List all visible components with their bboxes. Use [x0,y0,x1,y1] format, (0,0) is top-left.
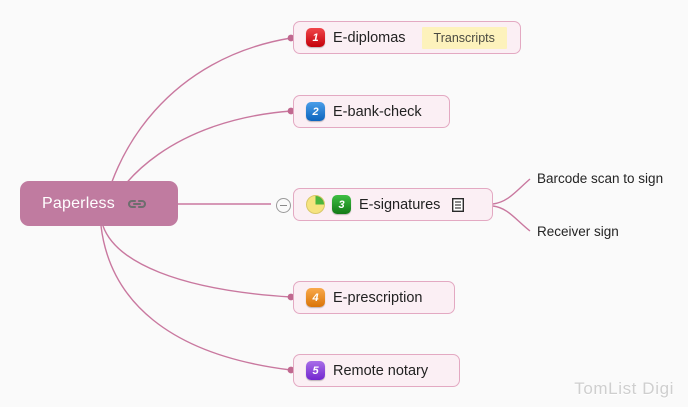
pie-progress-icon[interactable] [306,195,325,214]
collapse-toggle-e-signatures[interactable] [276,198,291,213]
root-node-paperless[interactable]: Paperless [20,181,178,226]
root-node-label: Paperless [42,194,115,212]
topic-node-remote-notary[interactable]: 5 Remote notary [293,354,460,387]
badge-number-4: 4 [306,288,325,307]
tag-transcripts[interactable]: Transcripts [421,26,507,49]
watermark: TomList Digi [574,379,674,398]
topic-label-e-prescription: E-prescription [333,289,423,306]
topic-node-e-bank-check[interactable]: 2 E-bank-check [293,95,450,128]
topic-label-e-signatures: E-signatures [359,196,441,213]
edge-root-to-e-prescription [102,225,292,298]
edge-e-signatures-to-barcode-scan [492,178,531,205]
topic-label-e-diplomas: E-diplomas [333,29,406,46]
edge-root-to-remote-notary [100,225,292,371]
badge-number-2: 2 [306,102,325,121]
badge-number-1: 1 [306,28,325,47]
topic-node-e-diplomas[interactable]: 1 E-diplomas Transcripts [293,21,521,54]
badge-number-5: 5 [306,361,325,380]
topic-node-e-signatures[interactable]: 3 E-signatures [293,188,493,221]
topic-label-e-bank-check: E-bank-check [333,103,422,120]
badge-number-3: 3 [332,195,351,214]
note-icon[interactable] [452,197,465,212]
edge-e-signatures-to-receiver-sign [492,205,531,232]
link-icon[interactable] [127,198,147,210]
subtopic-receiver-sign[interactable]: Receiver sign [537,224,619,239]
subtopic-barcode-scan-to-sign[interactable]: Barcode scan to sign [537,171,664,186]
topic-label-remote-notary: Remote notary [333,362,429,379]
topic-node-e-prescription[interactable]: 4 E-prescription [293,281,455,314]
